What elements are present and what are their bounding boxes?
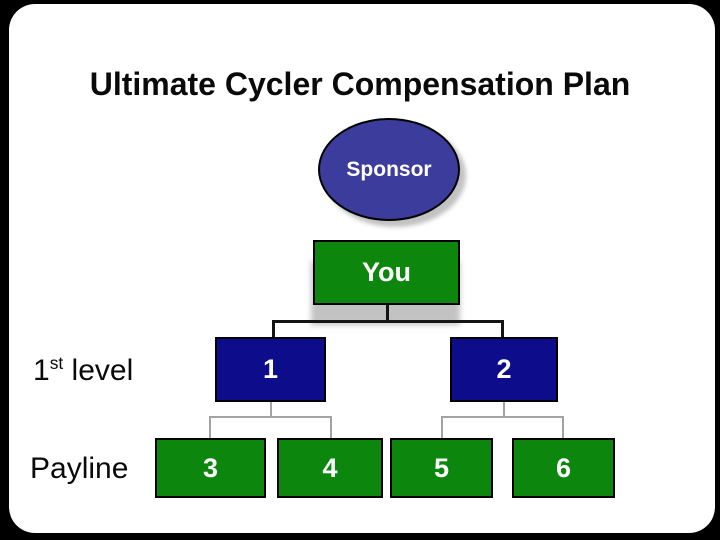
connector-payline-crossbar-right — [441, 416, 564, 418]
level1-row-label: 1st level — [33, 353, 133, 388]
payline-box-3: 3 — [155, 438, 266, 498]
connector-level1-crossbar — [272, 320, 504, 323]
level1-label-text: level — [63, 354, 134, 387]
level1-box-2-label: 2 — [496, 354, 512, 384]
connector-to-box5 — [441, 417, 443, 439]
level1-label-number: 1 — [33, 354, 50, 387]
slide-title: Ultimate Cycler Compensation Plan — [89, 66, 631, 102]
payline-box-3-label: 3 — [202, 452, 219, 483]
connector-to-box6 — [562, 417, 564, 439]
you-label: You — [362, 257, 411, 287]
payline-box-5-label: 5 — [433, 452, 450, 483]
payline-box-5: 5 — [390, 438, 493, 498]
connector-to-box1 — [272, 321, 275, 338]
sponsor-ellipse: Sponsor — [318, 118, 460, 221]
connector-to-box3 — [209, 417, 211, 439]
level1-box-1-label: 1 — [262, 354, 279, 384]
level1-box-2: 2 — [450, 337, 558, 402]
level1-label-ordinal: st — [49, 353, 64, 373]
you-box: You — [313, 240, 460, 305]
connector-to-box2 — [501, 321, 504, 338]
payline-row-label: Payline — [30, 452, 129, 485]
sponsor-label: Sponsor — [346, 157, 432, 181]
payline-box-6: 6 — [512, 438, 615, 498]
payline-box-6-label: 6 — [555, 452, 572, 483]
payline-box-4: 4 — [277, 438, 383, 498]
connector-you-stem — [386, 305, 389, 323]
connector-to-box4 — [330, 417, 332, 439]
connector-payline-crossbar-left — [209, 416, 332, 418]
level1-box-1: 1 — [215, 337, 326, 402]
connector-box2-stem — [503, 402, 505, 418]
payline-box-4-label: 4 — [322, 452, 338, 483]
connector-box1-stem — [270, 402, 272, 418]
